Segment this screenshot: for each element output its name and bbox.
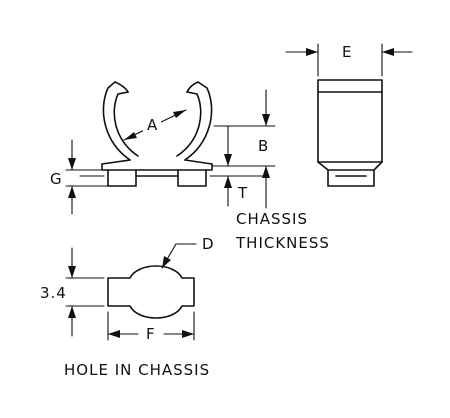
dim-d-arrow (162, 256, 171, 268)
clip-left-arm-outer (102, 81, 131, 161)
clip-right-arm-outer (184, 81, 213, 161)
dim-t-arrow-top (224, 176, 232, 188)
chassis-label-line1: CHASSIS (236, 210, 308, 228)
dim-a-arrow-left (124, 132, 137, 140)
hole-caption: HOLE IN CHASSIS (64, 361, 210, 379)
dim-e-arrow-left (306, 48, 318, 56)
dim-34-arrow-bottom (68, 306, 76, 318)
chassis-label-line2: THICKNESS (235, 234, 330, 252)
clip-top-plate (101, 163, 213, 171)
dim-b-arrow-bottom (224, 154, 232, 166)
dim-b: B (211, 89, 276, 167)
dim-g-arrow-top (68, 158, 76, 170)
clip-saddle (101, 159, 213, 165)
clip-side-view: E (285, 43, 413, 187)
dim-a-label: A (147, 116, 158, 134)
dim-a-label-bg (143, 114, 161, 132)
dim-a: A (123, 109, 187, 141)
clip-right-arm-tip (186, 81, 199, 93)
clip-left-arm-tip (114, 81, 129, 93)
dim-f-label: F (146, 325, 156, 343)
dim-g-label: G (50, 170, 63, 188)
dim-e-label: E (342, 43, 352, 61)
dim-f-arrow-left (108, 330, 120, 338)
dim-t-arrow-bottom (262, 166, 270, 178)
clip-right-arm-inner (176, 91, 202, 157)
dim-t: T CHASSIS THICKNESS (224, 165, 330, 252)
dim-34-label: 3.4 (40, 284, 67, 302)
dim-d-label: D (202, 235, 215, 253)
dim-g: G (50, 139, 109, 215)
side-body (317, 79, 383, 187)
dim-34-arrow-top (68, 266, 76, 278)
dim-b-label: B (258, 137, 269, 155)
dim-e-arrow-right (382, 48, 394, 56)
dim-b-arrow-top (262, 114, 270, 126)
dim-f-arrow-right (182, 330, 194, 338)
clip-base (107, 169, 207, 187)
clip-left-arm-inner (113, 91, 139, 157)
dim-t-label: T (237, 184, 248, 202)
hole-view: 3.4 D F HOLE IN CHASSIS (40, 235, 215, 379)
clip-front-view (79, 81, 229, 187)
dim-g-arrow-bottom (68, 186, 76, 198)
dim-a-arrow-right (173, 110, 186, 118)
hole-outline (107, 265, 195, 319)
